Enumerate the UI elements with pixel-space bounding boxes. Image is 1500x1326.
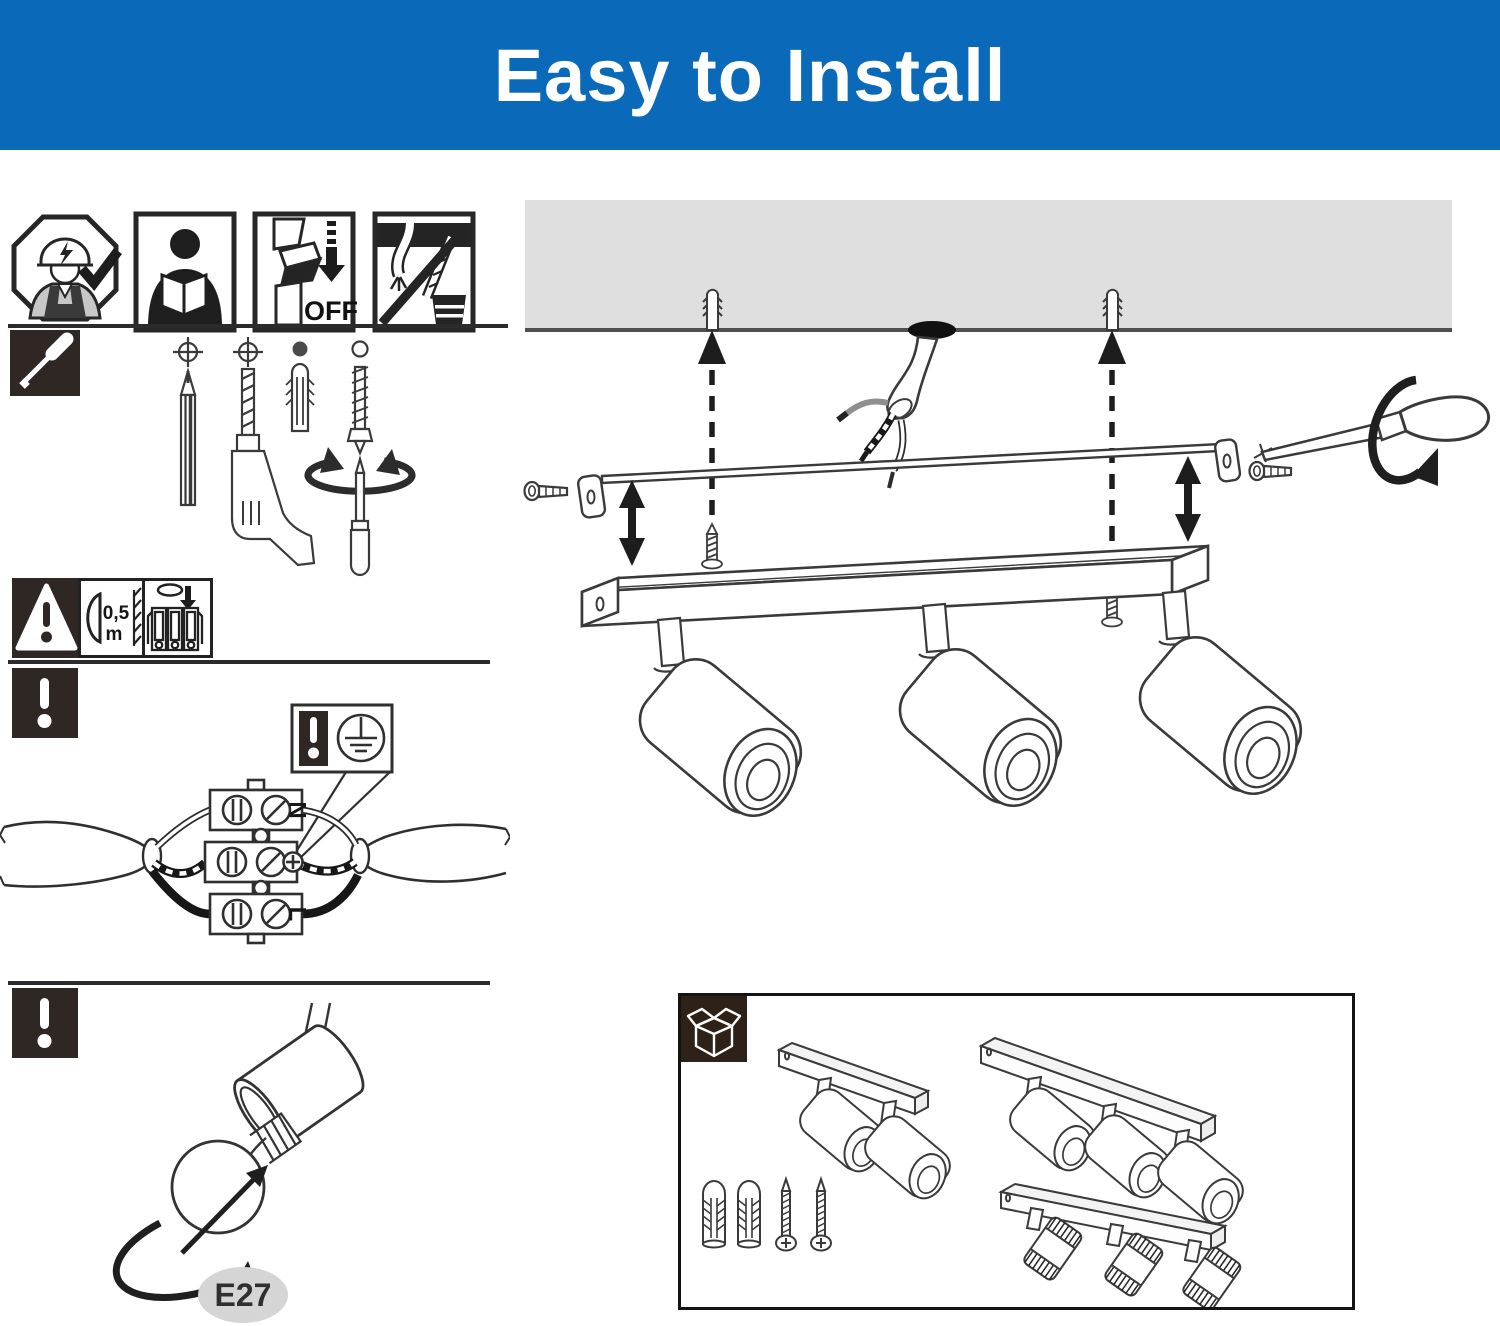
three-head-crystal-spotlight — [998, 1182, 1242, 1307]
spotlight-head-icon — [1138, 636, 1303, 796]
terminal-label-neutral: N — [284, 801, 311, 818]
bulb-icon — [170, 1112, 303, 1235]
spotlight-head-icon — [638, 658, 803, 818]
screwdriver-rotate-icon — [1253, 375, 1491, 486]
mounting-screws — [775, 1175, 832, 1252]
spotlight-head-icon — [233, 1024, 365, 1149]
screw-icon — [346, 340, 374, 456]
lamp-wall-distance-icon: 0,5 m — [86, 587, 142, 646]
up-arrow-dashed — [698, 330, 1126, 580]
bracket-screw-left — [523, 480, 569, 502]
page-title: Easy to Install — [493, 33, 1007, 117]
switch-power-off-icon: OFF — [252, 211, 358, 333]
terminal-label-live: L — [284, 907, 311, 922]
supply-cable-left — [0, 820, 163, 888]
screwdriver-icon — [19, 332, 74, 389]
screwdriver-turn-icon — [304, 447, 416, 577]
socket-size-label: E27 — [215, 1277, 272, 1313]
marking-pencil-icon — [173, 337, 203, 507]
crystal-head — [1104, 1222, 1164, 1297]
no-drilling-into-cables-icon — [372, 211, 476, 333]
terminal-screws — [216, 794, 304, 930]
bulb-alert-badge — [12, 988, 78, 1058]
wiring-alert-badge — [12, 668, 78, 738]
bracket-screw-right — [1248, 460, 1293, 482]
tools-illustration — [173, 337, 416, 577]
wall-plug-icon — [702, 288, 1123, 331]
section-divider — [8, 660, 490, 664]
open-box-icon — [686, 1007, 742, 1058]
spotlight-head-icon — [898, 648, 1063, 808]
exclamation-icon — [308, 717, 319, 759]
section-divider — [8, 981, 490, 985]
package-badge — [681, 996, 747, 1062]
terminal-block: N L — [203, 778, 311, 945]
two-head-spotlight — [776, 1041, 951, 1200]
live-wire — [148, 868, 362, 919]
earth-wire — [151, 858, 358, 878]
mounting-bracket-icon — [577, 438, 1242, 519]
exclamation-icon — [37, 678, 52, 728]
caution-row: 0,5 m — [12, 578, 213, 658]
warning-triangle-icon — [15, 583, 78, 651]
ceiling — [525, 200, 1452, 332]
tools-section-badge — [10, 330, 80, 396]
bulb-install-diagram: E27 — [112, 1002, 365, 1323]
wall-plug-icon — [285, 341, 315, 433]
wall-plugs — [702, 1180, 761, 1249]
read-manual-icon — [133, 211, 237, 333]
three-spotlight-fixture-icon — [580, 544, 1303, 818]
section-divider — [8, 324, 508, 328]
crystal-head — [1023, 1206, 1083, 1281]
off-label: OFF — [304, 296, 358, 326]
double-arrow-icon — [619, 456, 1201, 566]
safety-icons-row: OFF — [11, 211, 476, 333]
crystal-head — [1182, 1238, 1242, 1307]
distance-value: 0,5 — [103, 603, 130, 624]
header-banner: Easy to Install — [0, 0, 1500, 150]
distance-unit: m — [106, 624, 123, 645]
earth-ground-icon — [336, 713, 386, 763]
package-contents — [681, 996, 1244, 1307]
supply-cable-icon — [836, 321, 956, 489]
qualified-electrician-icon — [11, 214, 122, 322]
install-diagram — [523, 200, 1491, 818]
exclamation-icon — [37, 998, 52, 1048]
socket-size-badge: E27 — [198, 1267, 288, 1323]
drill-icon — [230, 337, 316, 567]
connector-stack-icon — [146, 583, 204, 652]
ground-callout — [290, 703, 394, 859]
neutral-wire — [154, 806, 360, 850]
three-head-spotlight — [978, 1036, 1244, 1225]
wiring-diagram: N L — [0, 703, 510, 945]
supply-cable-right — [349, 823, 510, 883]
